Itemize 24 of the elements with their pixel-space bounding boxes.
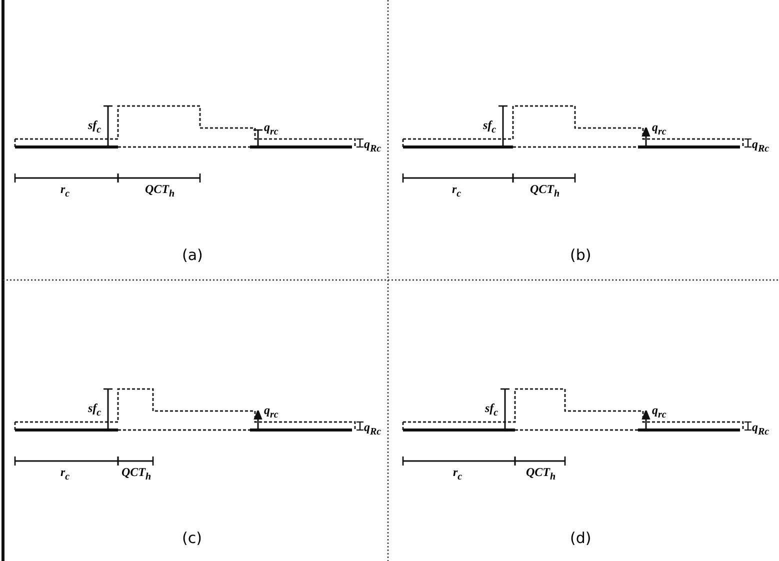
- signal-label: q$_{rc}$: [652, 120, 666, 140]
- dimension-label: r$_{c}$: [60, 465, 70, 484]
- panel-caption: (a): [182, 246, 203, 264]
- signal-label: q$_{Rc}$: [752, 137, 770, 156]
- signal-label: q$_{rc}$: [264, 403, 278, 422]
- dimension-label: QCT$_{h}$: [122, 465, 152, 484]
- signal-label: sf$_{c}$: [485, 401, 498, 420]
- dimension-label: QCT$_{h}$: [145, 182, 175, 202]
- signal-label: q$_{rc}$: [264, 120, 278, 140]
- signal-label: q$_{Rc}$: [752, 420, 770, 440]
- panel-caption: (c): [182, 529, 202, 547]
- dimension-label: QCT$_{h}$: [526, 465, 556, 484]
- signal-label: q$_{Rc}$: [364, 137, 382, 156]
- panel-caption: (d): [570, 529, 592, 547]
- panel-caption: (b): [570, 246, 592, 264]
- signal-label: sf$_{c}$: [88, 401, 102, 420]
- dimension-label: r$_{c}$: [452, 182, 462, 202]
- dimension-label: r$_{c}$: [60, 182, 70, 202]
- signal-label: sf$_{c}$: [88, 118, 102, 138]
- dimension-label: r$_{c}$: [453, 465, 462, 484]
- dimension-label: QCT$_{h}$: [530, 182, 560, 202]
- signal-label: q$_{rc}$: [652, 403, 666, 422]
- signal-label: q$_{Rc}$: [364, 420, 382, 440]
- signal-label: sf$_{c}$: [483, 118, 496, 138]
